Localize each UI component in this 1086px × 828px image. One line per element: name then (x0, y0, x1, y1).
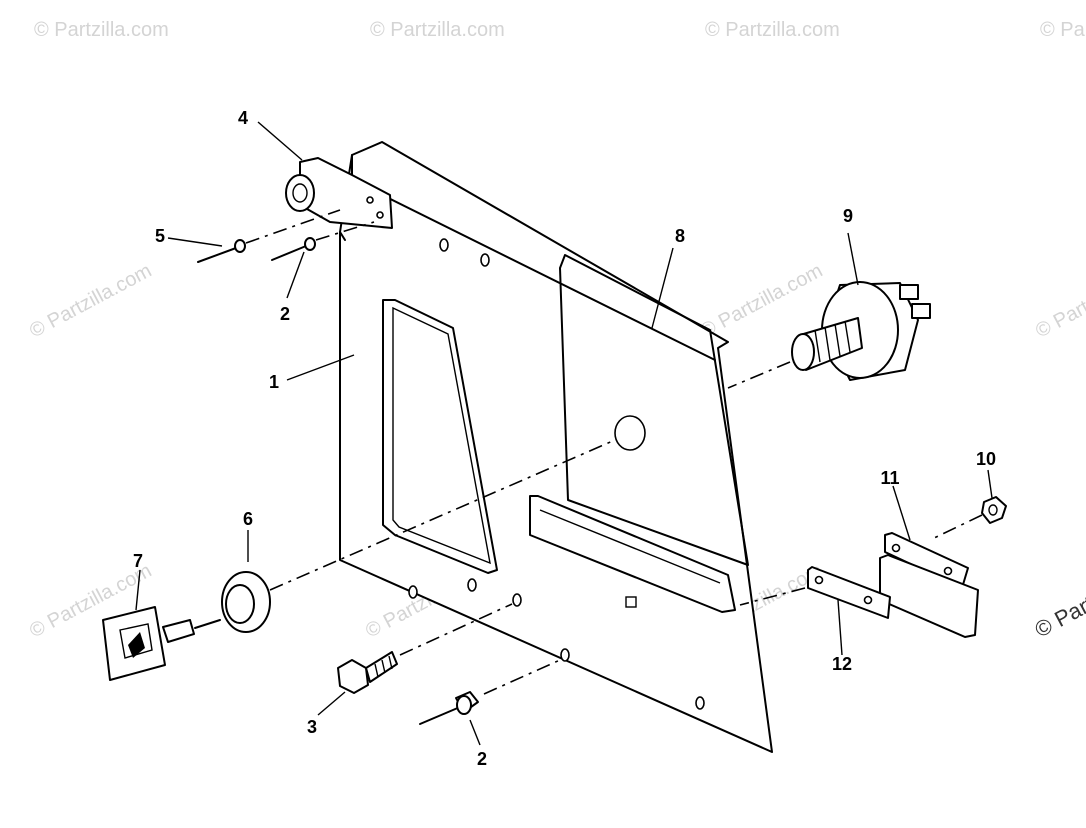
bolt-part-3 (337, 603, 513, 694)
callout-3: 3 (307, 717, 317, 737)
callout-9: 9 (843, 206, 853, 226)
lock-nut (221, 439, 616, 633)
screw-part-5 (197, 209, 341, 263)
callout-2-upper: 2 (280, 304, 290, 324)
callout-7: 7 (133, 551, 143, 571)
console-panel (339, 141, 773, 753)
watermark: © Partzilla.com (1032, 260, 1086, 343)
watermark: © Partzilla.com (370, 19, 505, 41)
callout-2-lower: 2 (477, 749, 487, 769)
callout-10: 10 (976, 449, 996, 469)
callout-1: 1 (269, 372, 279, 392)
callout-6: 6 (243, 509, 253, 529)
mount-bracket (285, 157, 393, 229)
callout-8: 8 (675, 226, 685, 246)
callout-5: 5 (155, 226, 165, 246)
rivet-part-2-upper (271, 221, 375, 261)
leader-lines (135, 121, 993, 746)
ignition-key (102, 606, 221, 681)
backing-plates (739, 496, 1007, 638)
callout-11: 11 (880, 468, 899, 488)
watermark: © Partzilla.com (34, 19, 169, 41)
watermark: © Partzilla.com (1040, 19, 1086, 41)
callout-4: 4 (238, 108, 248, 128)
watermark: © Partzilla.com (1031, 551, 1086, 643)
rivet-part-2-lower (419, 659, 561, 725)
callouts: 4 5 2 1 8 9 6 7 3 2 10 11 12 (133, 108, 996, 769)
callout-12: 12 (832, 654, 852, 674)
ignition-switch (727, 281, 931, 389)
watermark: © Partzilla.com (26, 260, 155, 343)
watermark: © Partzilla.com (705, 19, 840, 41)
watermark: © Partzilla.com (697, 260, 826, 343)
